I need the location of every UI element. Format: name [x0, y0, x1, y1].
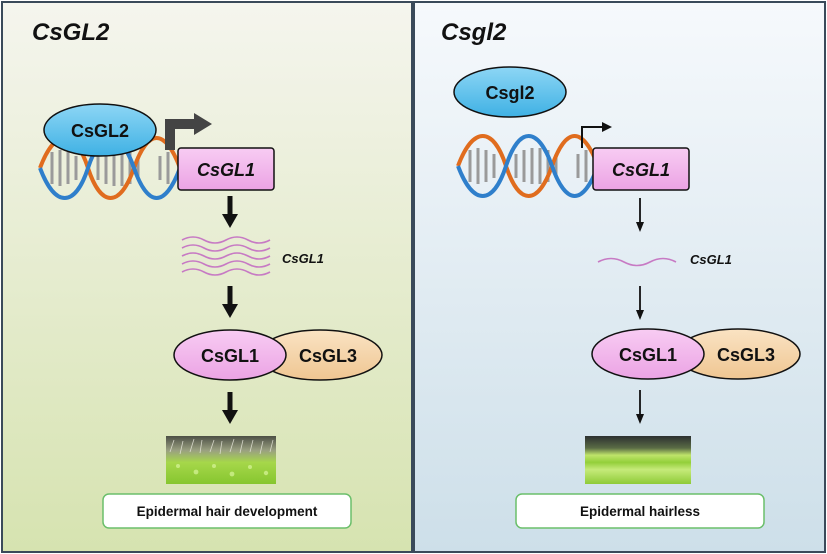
left-gene-box: CsGL1 [177, 147, 275, 191]
left-protein: CsGL2 [43, 103, 157, 157]
right-arrow-2 [636, 286, 644, 320]
right-arrow-3 [636, 390, 644, 424]
right-complex-left-label: CsGL1 [619, 345, 677, 365]
left-complex-left-label: CsGL1 [201, 346, 259, 366]
left-complex-right-label: CsGL3 [299, 346, 357, 366]
right-protein-complex: CsGL3 CsGL1 [591, 328, 801, 380]
right-gene-box: CsGL1 [592, 147, 690, 191]
left-promoter-arrow [165, 113, 212, 150]
right-mrna [597, 257, 677, 267]
right-arrow-1 [636, 198, 644, 232]
left-outcome-box: Epidermal hair development [102, 493, 352, 529]
right-gene-label: CsGL1 [612, 160, 670, 180]
left-gene-label: CsGL1 [197, 160, 255, 180]
left-hairy-leaf-image [166, 436, 276, 484]
left-protein-label: CsGL2 [71, 121, 129, 141]
right-complex-right-label: CsGL3 [717, 345, 775, 365]
left-arrow-1 [222, 196, 238, 228]
right-promoter-arrow [581, 122, 612, 148]
left-mrna [181, 236, 271, 276]
right-dna-helix [456, 134, 600, 198]
right-outcome-label: Epidermal hairless [580, 504, 700, 519]
left-arrow-2 [222, 286, 238, 318]
right-panel: Csgl2 Csgl2 CsGL1 [413, 1, 826, 553]
right-mrna-label: CsGL1 [690, 252, 732, 267]
right-smooth-leaf-image [585, 436, 691, 484]
left-mrna-label: CsGL1 [282, 251, 324, 266]
right-protein: Csgl2 [453, 66, 567, 118]
left-arrow-3 [222, 392, 238, 424]
right-panel-title: Csgl2 [441, 19, 507, 46]
left-protein-complex: CsGL3 CsGL1 [173, 329, 383, 381]
left-panel-title: CsGL2 [32, 19, 110, 46]
right-outcome-box: Epidermal hairless [515, 493, 765, 529]
right-protein-label: Csgl2 [485, 83, 534, 103]
left-panel: CsGL2 CsGL2 CsGL1 [1, 1, 413, 553]
left-outcome-label: Epidermal hair development [137, 504, 318, 519]
